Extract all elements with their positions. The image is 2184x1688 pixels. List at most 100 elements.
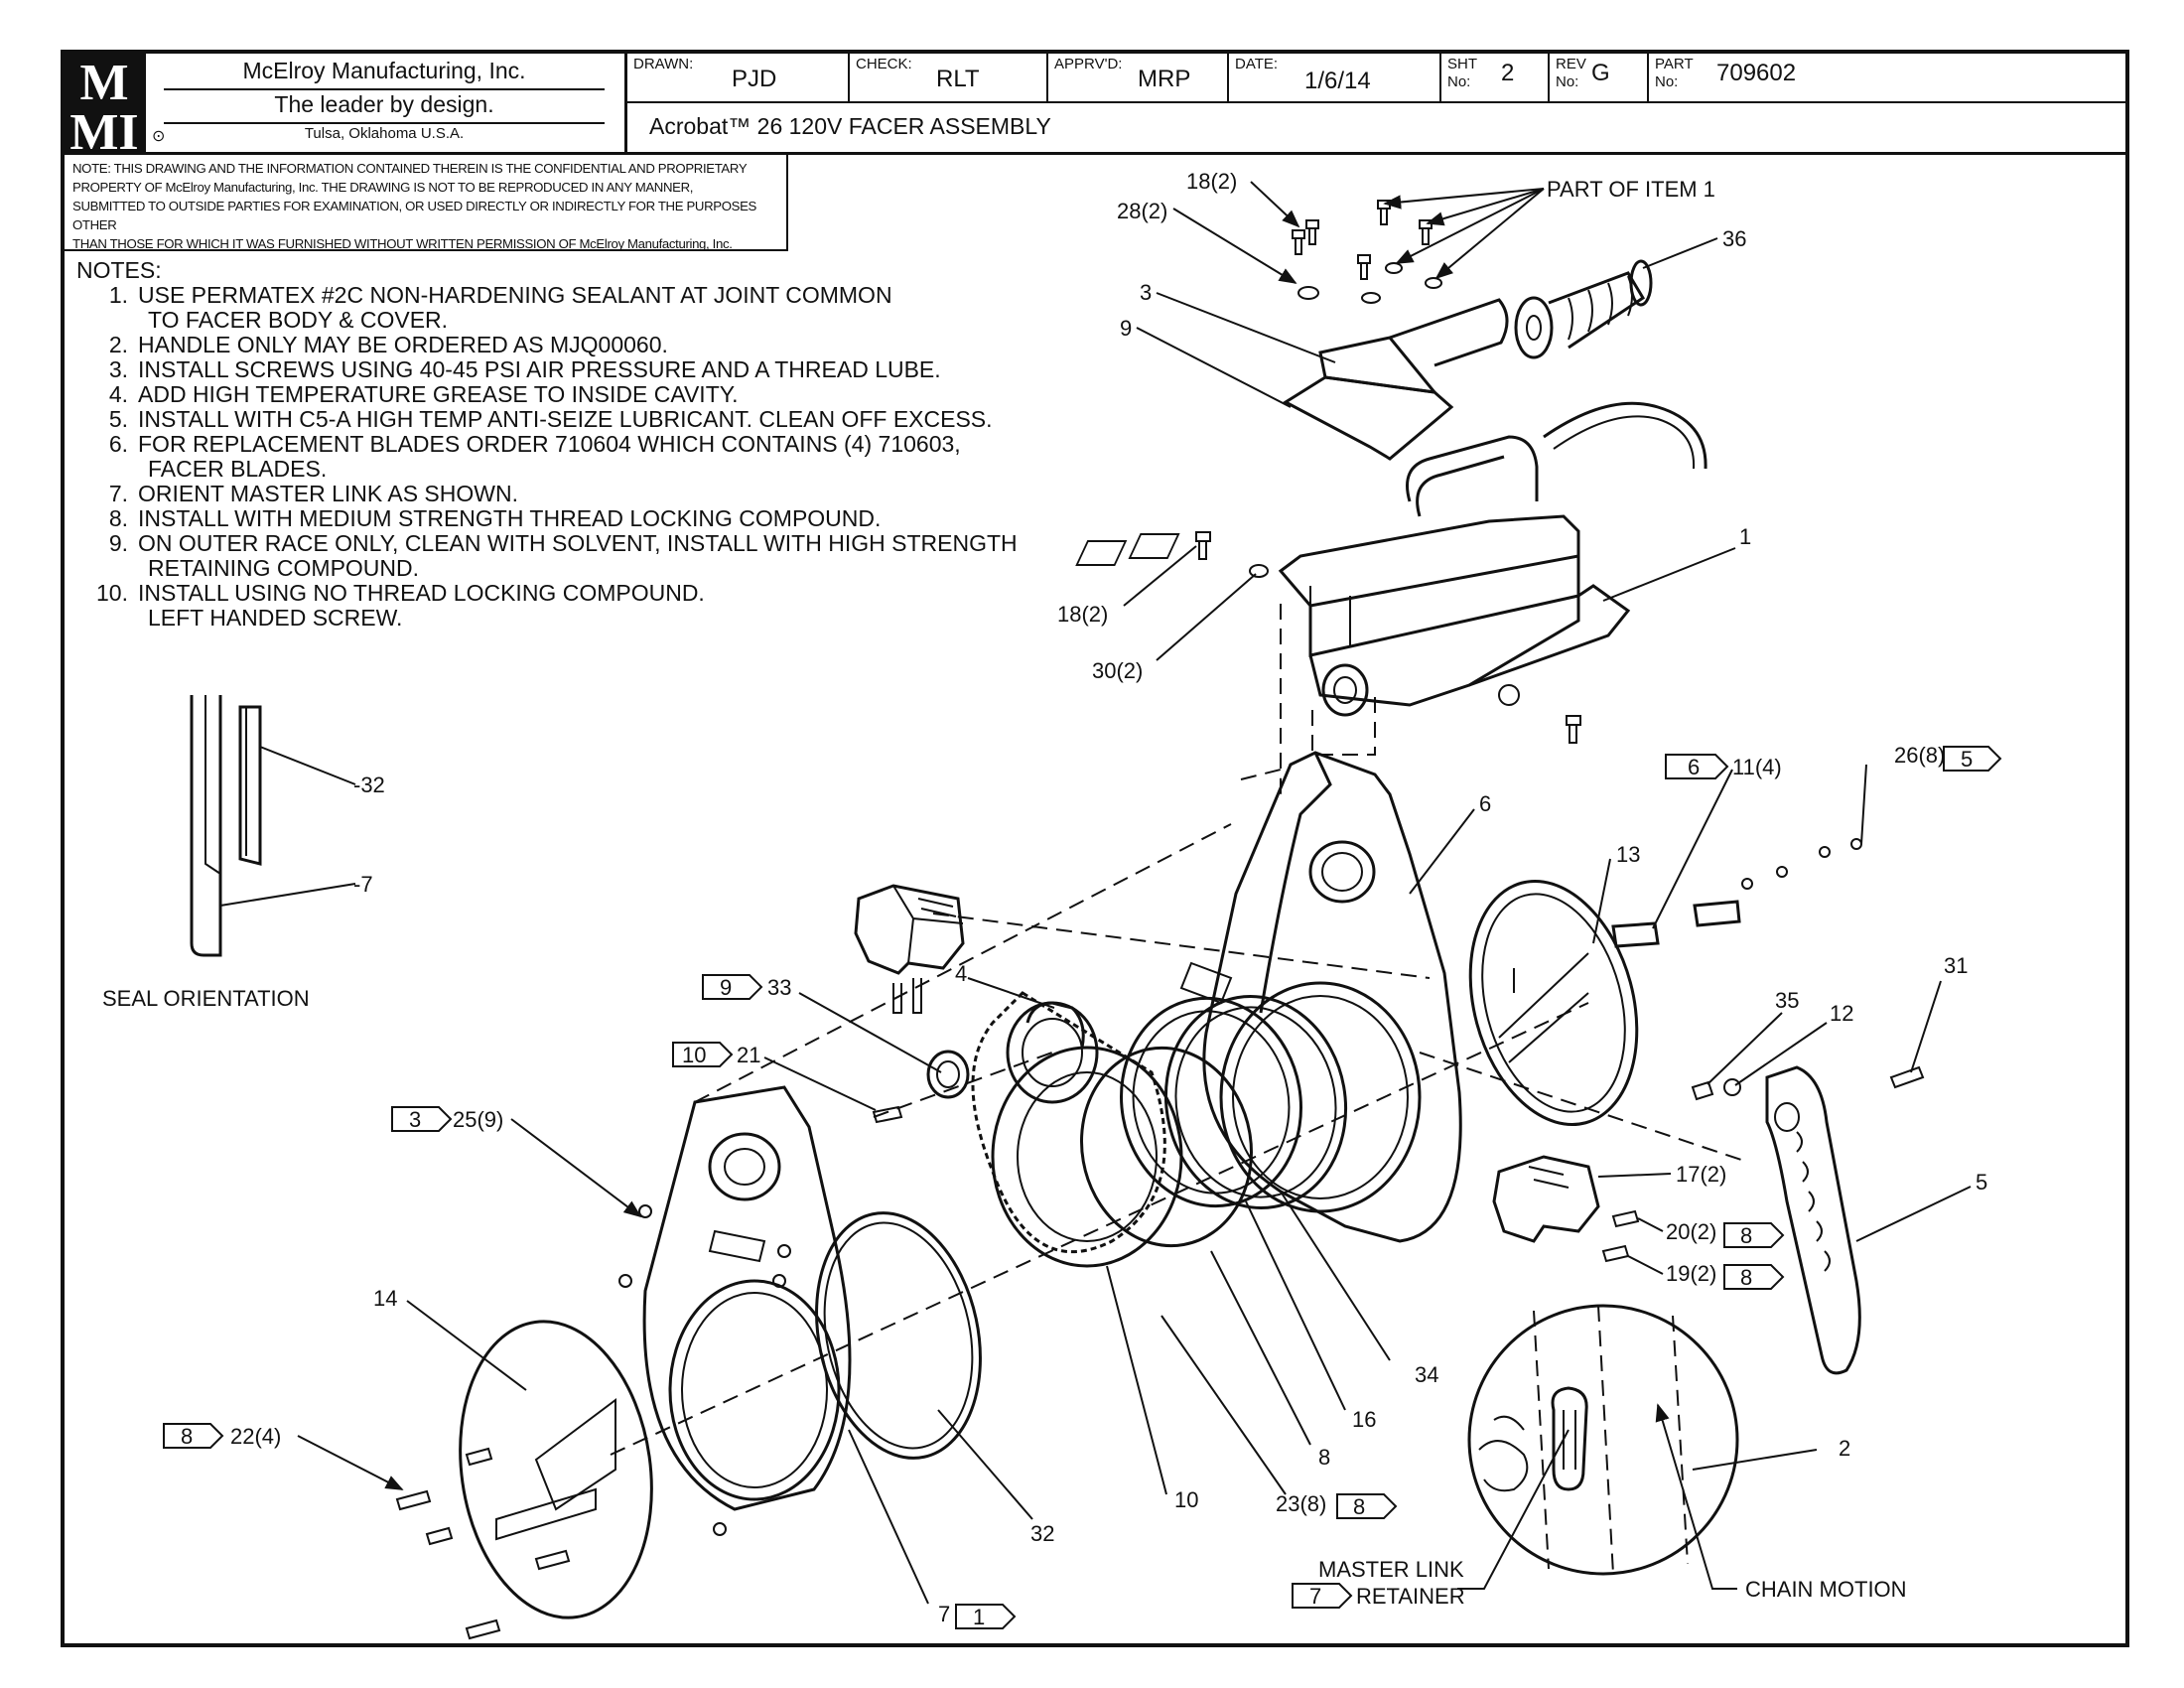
nut-icon: [1425, 277, 1442, 289]
part-value: 709602: [1716, 60, 1797, 86]
flag-number: 3: [409, 1107, 421, 1132]
note-item: 1.USE PERMATEX #2C NON-HARDENING SEALANT…: [76, 283, 1018, 308]
assembly-axis: [610, 823, 1748, 1456]
callout-18-mid: 18(2): [1057, 602, 1108, 627]
sheet-label-no: No:: [1447, 73, 1471, 90]
drawing-sheet: M MI McElroy Manufacturing, Inc. The lea…: [61, 50, 2129, 1647]
screw-icon: [872, 1105, 903, 1124]
handle-tube: [1389, 298, 1509, 367]
note-item: 7.ORIENT MASTER LINK AS SHOWN.: [76, 482, 1018, 506]
company-block: McElroy Manufacturing, Inc. The leader b…: [144, 54, 627, 152]
note-number: 1.: [108, 282, 128, 308]
pin-icon: [1889, 1065, 1925, 1089]
proprietary-line: THAN THOSE FOR WHICH IT WAS FURNISHED WI…: [72, 236, 733, 251]
screw-icon: [395, 1204, 791, 1640]
flag-note-8: 8: [163, 1423, 224, 1449]
alignment-line: [1280, 604, 1376, 770]
flag-number: 8: [1740, 1223, 1752, 1248]
gear-box: [854, 884, 965, 1014]
callout-34: 34: [1415, 1362, 1438, 1387]
master-link-detail: [1467, 1304, 1739, 1576]
flag-number: 10: [682, 1043, 706, 1067]
screw-icon: [1601, 1209, 1640, 1263]
note-number: 2.: [108, 332, 128, 357]
flag-number: 7: [1309, 1584, 1321, 1609]
title-block: M MI McElroy Manufacturing, Inc. The lea…: [65, 54, 2125, 155]
callout-16: 16: [1352, 1407, 1376, 1432]
callout-3: 3: [1140, 280, 1152, 305]
mcelroy-logo: M MI: [65, 54, 146, 152]
motor-housing: [1075, 435, 1631, 717]
facer-cover: [642, 1085, 852, 1511]
callout-23: 23(8): [1276, 1491, 1326, 1516]
screw-icon: [1195, 531, 1581, 744]
callout-32: 32: [1030, 1521, 1054, 1546]
notes-block: NOTES: 1.USE PERMATEX #2C NON-HARDENING …: [76, 258, 1018, 631]
drive-chain: [971, 991, 1183, 1268]
note-item: 5.INSTALL WITH C5-A HIGH TEMP ANTI-SEIZE…: [76, 407, 1018, 432]
callout-17: 17(2): [1676, 1162, 1726, 1187]
note-item: 6.FOR REPLACEMENT BLADES ORDER 710604 WH…: [76, 432, 1018, 457]
note-text: FACER BLADES.: [148, 456, 328, 482]
drawn-cell: DRAWN: PJD: [627, 54, 850, 101]
drawn-label: DRAWN:: [633, 56, 694, 72]
note-item: 8.INSTALL WITH MEDIUM STRENGTH THREAD LO…: [76, 506, 1018, 531]
screw-icon: [1741, 838, 1862, 890]
part-cell: PART No: 709602: [1649, 54, 2125, 101]
note-item: 3.INSTALL SCREWS USING 40-45 PSI AIR PRE…: [76, 357, 1018, 382]
flag-note-8: 8: [1723, 1222, 1785, 1248]
callout-36: 36: [1722, 226, 1746, 251]
washer-icon: [1249, 564, 1269, 578]
callout-14: 14: [373, 1286, 397, 1311]
callout-35: 35: [1775, 988, 1799, 1013]
grip-handle: [1514, 259, 1653, 359]
proprietary-notice: NOTE: THIS DRAWING AND THE INFORMATION C…: [65, 155, 788, 251]
svg-text:M: M: [79, 55, 128, 111]
callout-10: 10: [1174, 1487, 1198, 1512]
bracket-top: [1318, 336, 1438, 395]
rev-cell: REV No: G: [1550, 54, 1649, 101]
note-number: 5.: [108, 406, 128, 432]
note-text: INSTALL WITH MEDIUM STRENGTH THREAD LOCK…: [138, 505, 882, 531]
note-text: LEFT HANDED SCREW.: [148, 605, 403, 631]
callout-9: 9: [1120, 316, 1132, 341]
date-cell: DATE: 1/6/14: [1229, 54, 1441, 101]
spring-icon: [1691, 1080, 1714, 1101]
callout-5: 5: [1976, 1170, 1987, 1195]
flag-note-6: 6: [1665, 754, 1729, 779]
company-tagline: The leader by design.: [274, 91, 494, 117]
sheet-label: SHT: [1447, 56, 1477, 72]
check-label: CHECK:: [856, 56, 912, 72]
callout-part-of-item-1: PART OF ITEM 1: [1547, 177, 1715, 202]
drawn-value: PJD: [732, 66, 777, 92]
company-name: McElroy Manufacturing, Inc.: [242, 58, 526, 83]
washer-icon: [1498, 684, 1520, 706]
note-number: 6.: [108, 431, 128, 457]
proprietary-line: PROPERTY OF McElroy Manufacturing, Inc. …: [72, 180, 694, 195]
flag-note-9: 9: [702, 974, 763, 1000]
note-number: 4.: [108, 381, 128, 407]
callout-4: 4: [955, 961, 967, 986]
note-text: INSTALL SCREWS USING 40-45 PSI AIR PRESS…: [138, 356, 941, 382]
date-label: DATE:: [1235, 56, 1279, 72]
screw-icon: [1292, 200, 1433, 280]
flag-note-8: 8: [1336, 1493, 1398, 1519]
note-text: ORIENT MASTER LINK AS SHOWN.: [138, 481, 518, 506]
flag-note-8: 8: [1723, 1264, 1785, 1290]
washer-icon: [1297, 286, 1319, 300]
note-item: 10.INSTALL USING NO THREAD LOCKING COMPO…: [76, 581, 1018, 606]
flag-note-7: 7: [1292, 1583, 1353, 1609]
flag-number: 1: [973, 1605, 985, 1629]
callout-28: 28(2): [1117, 199, 1167, 223]
note-text: TO FACER BODY & COVER.: [148, 307, 449, 333]
callout-8: 8: [1318, 1445, 1330, 1470]
callout-26: 26(8): [1894, 743, 1945, 768]
callout-13: 13: [1616, 842, 1640, 867]
cover-plate: [459, 1320, 653, 1619]
callout-labels: PART OF ITEM 1 18(2) 28(2) 36 3 9 1 18(2…: [102, 169, 2002, 1629]
callout-22: 22(4): [230, 1424, 281, 1449]
callout-seal-32: -32: [353, 773, 385, 797]
leader-lines: [297, 181, 1972, 1605]
callout-7: 7: [938, 1602, 950, 1626]
registered-mark-icon: ⊙: [152, 128, 166, 145]
